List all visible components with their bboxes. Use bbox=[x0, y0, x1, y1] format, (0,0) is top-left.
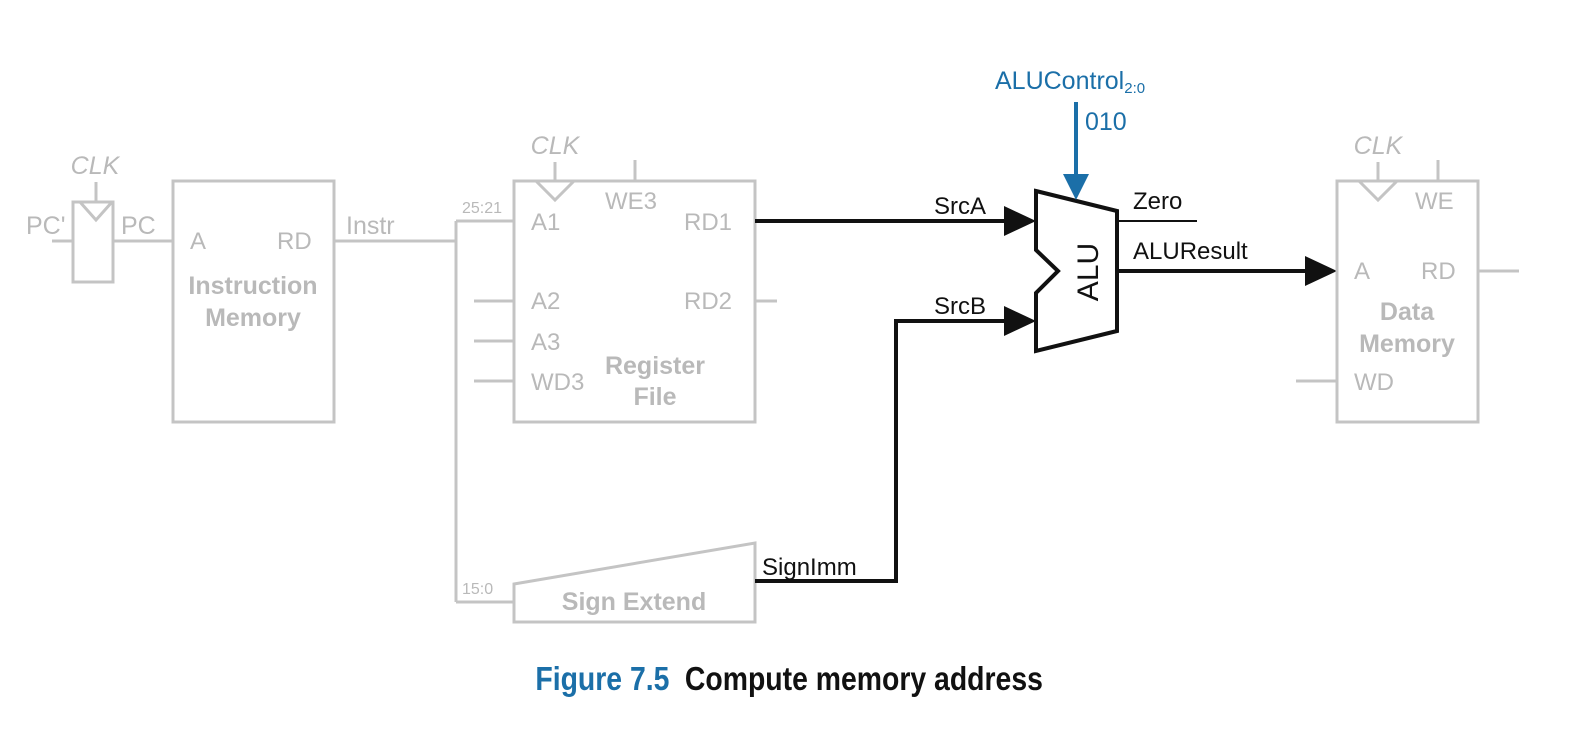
dmem-name-line1: Data bbox=[1380, 298, 1435, 326]
imem-name-line2: Memory bbox=[205, 304, 301, 332]
figure-title: Compute memory address bbox=[684, 660, 1043, 697]
regfile-we3-label: WE3 bbox=[605, 188, 657, 215]
alu-control: ALUControl2:0 010 bbox=[995, 67, 1145, 200]
dmem-port-rd: RD bbox=[1421, 258, 1456, 285]
sign-extend: Sign Extend bbox=[512, 541, 757, 624]
srcb-arrowhead bbox=[1004, 306, 1036, 336]
data-memory: CLK WE A RD WD Data Memory bbox=[1296, 132, 1519, 424]
imem-port-a: A bbox=[190, 228, 206, 255]
pc-clock-triangle bbox=[78, 201, 114, 223]
instruction-memory: A RD Instruction Memory bbox=[171, 179, 336, 424]
bits-15-0-label: 15:0 bbox=[462, 581, 493, 598]
pc-register: CLK PC' PC bbox=[26, 152, 173, 284]
regfile-a3-label: A3 bbox=[531, 329, 560, 356]
imem-name-line1: Instruction bbox=[188, 272, 317, 300]
regfile-rd1-label: RD1 bbox=[684, 209, 732, 236]
pc-register-box bbox=[71, 200, 115, 284]
regfile-name-line1: Register bbox=[605, 352, 705, 380]
alucontrol-name: ALUControl bbox=[995, 67, 1124, 95]
dmem-port-a: A bbox=[1354, 258, 1370, 285]
alucontrol-label: ALUControl2:0 bbox=[995, 67, 1145, 97]
regfile-rd2-label: RD2 bbox=[684, 288, 732, 315]
srcb-label: SrcB bbox=[934, 293, 986, 320]
dmem-port-wd: WD bbox=[1354, 369, 1394, 396]
alucontrol-arrowhead bbox=[1063, 174, 1089, 200]
sign-extend-label: Sign Extend bbox=[562, 588, 706, 616]
signimm-srcb-wire bbox=[755, 319, 1008, 583]
alu-label: ALU bbox=[1072, 243, 1105, 301]
instr-bus: Instr 25:21 15:0 bbox=[334, 200, 514, 604]
regfile-wd3-label: WD3 bbox=[531, 369, 584, 396]
regfile-clk-label: CLK bbox=[531, 132, 581, 160]
figure-number: Figure 7.5 bbox=[535, 660, 670, 697]
srca-label: SrcA bbox=[934, 193, 986, 220]
imem-port-rd: RD bbox=[277, 228, 312, 255]
alu-shape bbox=[1034, 188, 1119, 354]
aluresult-arrowhead bbox=[1305, 256, 1337, 286]
sign-extend-shape bbox=[512, 541, 757, 624]
alucontrol-subscript: 2:0 bbox=[1124, 80, 1145, 97]
active-datapath: SrcA SrcB SignImm ALU Zero ALUResult bbox=[755, 188, 1337, 583]
dmem-name-line2: Memory bbox=[1359, 330, 1455, 358]
pc-clk-label: CLK bbox=[71, 152, 121, 180]
regfile-clock-triangle bbox=[534, 179, 576, 203]
signimm-label: SignImm bbox=[762, 554, 857, 581]
regfile-name-line2: File bbox=[633, 383, 676, 411]
register-file: CLK WE3 A1 A2 A3 WD3 RD1 RD2 Register Fi… bbox=[474, 132, 777, 424]
dmem-clk-label: CLK bbox=[1354, 132, 1404, 160]
aluresult-label: ALUResult bbox=[1133, 238, 1248, 265]
instruction-memory-box bbox=[171, 179, 336, 424]
regfile-a1-label: A1 bbox=[531, 209, 560, 236]
srca-arrowhead bbox=[1004, 206, 1036, 236]
zero-label: Zero bbox=[1133, 188, 1182, 215]
pc-prime-label: PC' bbox=[26, 212, 66, 240]
bits-25-21-label: 25:21 bbox=[462, 200, 502, 217]
dmem-clock-triangle bbox=[1357, 179, 1399, 203]
dmem-we-label: WE bbox=[1415, 188, 1454, 215]
alucontrol-value: 010 bbox=[1085, 108, 1127, 136]
data-memory-box bbox=[1335, 179, 1480, 424]
figure-caption: Figure 7.5 Compute memory address bbox=[111, 660, 1468, 698]
instr-label: Instr bbox=[346, 212, 395, 240]
pc-label: PC bbox=[121, 212, 156, 240]
regfile-a2-label: A2 bbox=[531, 288, 560, 315]
